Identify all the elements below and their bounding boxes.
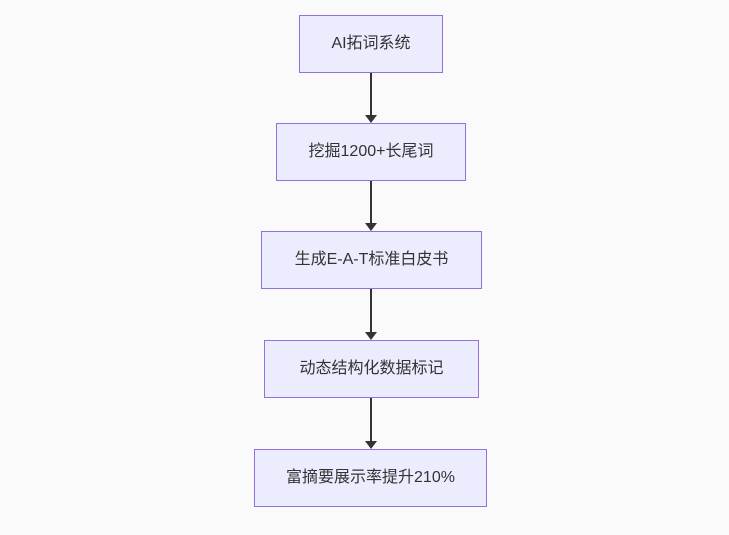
flow-node-4: 动态结构化数据标记: [264, 340, 479, 398]
arrow-line: [370, 181, 372, 223]
flow-node-3-label: 生成E-A-T标准白皮书: [294, 251, 449, 269]
arrow-line: [370, 398, 372, 441]
flow-arrow-4: [365, 398, 377, 449]
flow-arrow-3: [365, 289, 377, 340]
flow-node-1: AI拓词系统: [299, 15, 443, 73]
flow-arrow-2: [365, 181, 377, 231]
flow-node-5: 富摘要展示率提升210%: [254, 449, 487, 507]
flow-node-3: 生成E-A-T标准白皮书: [261, 231, 482, 289]
flow-arrow-1: [365, 73, 377, 123]
arrow-head-icon: [365, 223, 377, 231]
flow-node-1-label: AI拓词系统: [331, 35, 411, 53]
arrow-head-icon: [365, 441, 377, 449]
flow-node-4-label: 动态结构化数据标记: [299, 360, 444, 378]
arrow-line: [370, 289, 372, 332]
flow-node-5-label: 富摘要展示率提升210%: [286, 469, 455, 487]
arrow-head-icon: [365, 115, 377, 123]
flow-node-2-label: 挖掘1200+长尾词: [308, 143, 434, 161]
flow-node-2: 挖掘1200+长尾词: [276, 123, 466, 181]
arrow-line: [370, 73, 372, 115]
arrow-head-icon: [365, 332, 377, 340]
